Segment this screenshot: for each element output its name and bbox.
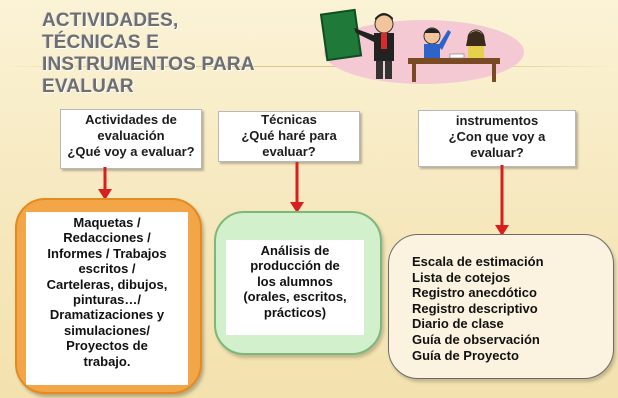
slide-title: ACTIVIDADES, TÉCNICAS E INSTRUMENTOS PAR…	[42, 10, 292, 98]
panel-instrumentos	[388, 234, 614, 379]
list-item: Proyectos de	[66, 338, 148, 354]
desk-icon	[408, 58, 500, 64]
title-line: TÉCNICAS E	[42, 32, 160, 53]
header-actividades: Actividades de evaluación ¿Qué voy a eva…	[60, 109, 202, 169]
header-line: evaluar?	[262, 144, 316, 159]
header-line: Actividades de	[85, 112, 177, 127]
teacher-figure	[354, 13, 394, 79]
list-item: Registro descriptivo	[412, 300, 538, 316]
list-item: Guía de Proyecto	[412, 347, 519, 363]
list-item: Análisis de	[260, 243, 330, 258]
list-item: los alumnos	[257, 273, 333, 289]
list-item: Informes / Trabajos	[47, 245, 167, 261]
header-line: ¿Con que voy a	[448, 129, 546, 144]
teacher-and-students-icon	[320, 8, 524, 84]
list-item: Diario de clase	[412, 316, 504, 332]
box-instrumentos: Escala de estimación Lista de cotejos Re…	[412, 254, 602, 363]
title-line: EVALUAR	[42, 76, 134, 97]
header-tecnicas: Técnicas ¿Qué haré para evaluar?	[218, 111, 360, 162]
list-item: escritos /	[78, 261, 136, 277]
header-line: evaluar?	[470, 145, 524, 160]
list-item: Carteleras, dibujos,	[46, 276, 168, 292]
list-item: Registro anecdótico	[412, 285, 537, 301]
list-item: Dramatizaciones y	[49, 307, 165, 323]
list-item: Guía de observación	[412, 331, 540, 347]
header-line: instrumentos	[455, 113, 539, 128]
student-figure	[423, 27, 451, 58]
title-divider	[0, 66, 618, 67]
box-actividades: Maquetas / Redacciones / Informes / Trab…	[26, 212, 188, 385]
chalkboard-icon	[320, 8, 363, 62]
list-item: (orales, escritos,	[243, 289, 347, 305]
arrow-down-icon	[495, 165, 509, 236]
header-instrumentos: instrumentos ¿Con que voy a evaluar?	[418, 110, 576, 167]
header-line: ¿Qué voy a evaluar?	[67, 144, 195, 159]
list-item: Lista de cotejos	[412, 269, 511, 285]
list-item: producción de	[250, 258, 340, 274]
list-item: trabajo.	[83, 353, 131, 369]
arrow-down-icon	[290, 162, 304, 213]
box-tecnicas: Análisis de producción de los alumnos (o…	[226, 240, 364, 335]
title-line: ACTIVIDADES,	[42, 10, 179, 31]
title-line: INSTRUMENTOS PARA	[42, 54, 255, 75]
list-item: prácticos)	[263, 304, 327, 320]
header-line: Técnicas	[261, 112, 317, 127]
arrow-down-icon	[98, 167, 112, 200]
list-item: pinturas…/	[73, 292, 141, 308]
list-item: Maquetas /	[73, 215, 141, 230]
list-item: simulaciones/	[64, 322, 150, 338]
student-figure	[466, 29, 486, 58]
list-item: Redacciones /	[63, 230, 151, 246]
list-item: Escala de estimación	[412, 254, 544, 269]
header-line: evaluación	[97, 128, 165, 143]
header-line: ¿Qué haré para	[241, 128, 337, 143]
